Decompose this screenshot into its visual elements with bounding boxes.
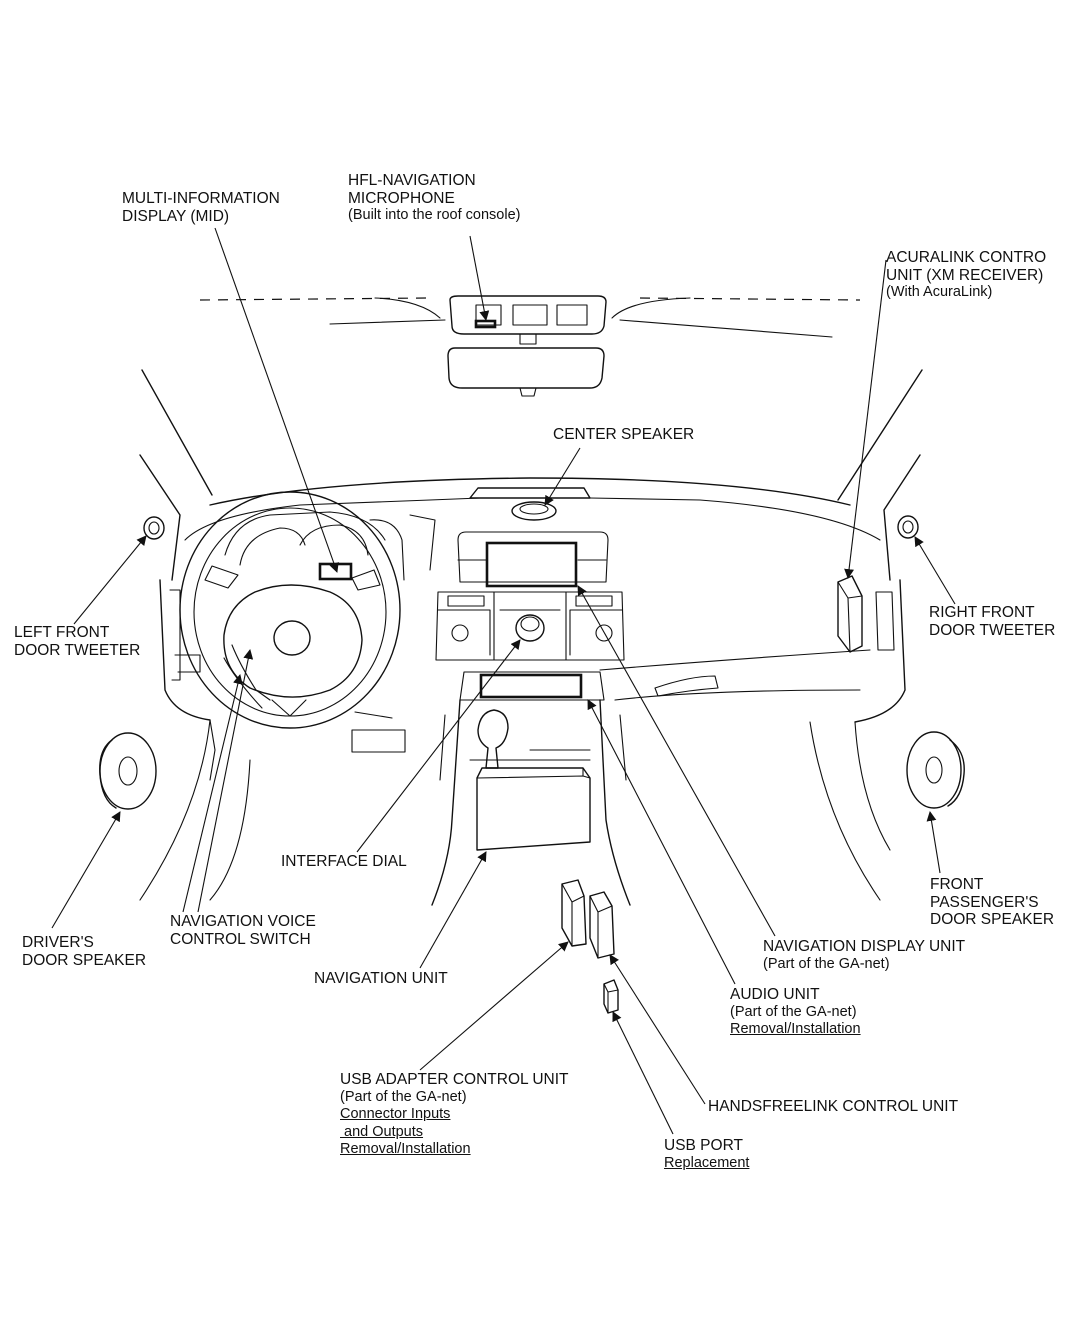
label-navigation-unit: NAVIGATION UNIT — [314, 970, 448, 988]
label-passenger-speaker-line: PASSENGER'S — [930, 893, 1039, 911]
label-usb-adapter-line: USB ADAPTER CONTROL UNIT — [340, 1071, 569, 1088]
label-hfl-line: MICROPHONE — [348, 189, 455, 207]
label-right-tweeter-line: RIGHT FRONT — [929, 604, 1035, 621]
label-audio-unit-line: (Part of the GA-net) — [730, 1003, 857, 1020]
hfl-microphone-part — [474, 319, 497, 329]
label-usb-port: USB PORT Replacement — [664, 1137, 749, 1172]
label-nav-display: NAVIGATION DISPLAY UNIT (Part of the GA-… — [763, 938, 965, 973]
usb-port-replacement-link[interactable]: Replacement — [664, 1154, 750, 1171]
right-front-tweeter — [897, 515, 919, 539]
console-right — [599, 699, 631, 906]
label-drivers-speaker: DRIVER'S DOOR SPEAKER — [22, 934, 146, 969]
dash-right-edge — [854, 579, 906, 723]
label-acuralink-line: UNIT (XM RECEIVER) — [886, 266, 1044, 284]
label-acuralink-line: (With AcuraLink) — [886, 284, 993, 300]
rear-view-mirror — [447, 333, 605, 397]
dashboard-top — [209, 477, 851, 506]
shift-lever — [477, 709, 509, 769]
label-front-passenger-speaker: FRONT PASSENGER'S DOOR SPEAKER — [930, 876, 1054, 929]
label-usb-adapter: USB ADAPTER CONTROL UNIT (Part of the GA… — [340, 1071, 569, 1159]
drivers-door-speaker — [99, 732, 157, 810]
label-mid-line: MULTI-INFORMATION — [122, 190, 280, 207]
center-stack — [435, 531, 625, 661]
label-right-tweeter-line: DOOR TWEETER — [929, 621, 1056, 639]
label-handsfreelink-line: HANDSFREELINK CONTROL UNIT — [708, 1098, 959, 1115]
label-left-tweeter: LEFT FRONT DOOR TWEETER — [14, 624, 140, 659]
audio-unit-removal-link[interactable]: Removal/Installation — [730, 1021, 861, 1037]
handsfreelink-unit — [589, 891, 615, 959]
navigation-display — [485, 541, 578, 588]
label-drivers-speaker-line: DOOR SPEAKER — [22, 951, 147, 969]
usb-adapter-connector-link[interactable]: Connector Inputs — [340, 1106, 451, 1122]
a-pillar-right — [837, 369, 923, 501]
label-usb-port-line: USB PORT — [664, 1137, 743, 1154]
leader-lines — [51, 227, 956, 1135]
label-navigation-unit-line: NAVIGATION UNIT — [314, 970, 448, 987]
console-left — [431, 699, 461, 906]
steering-wheel — [179, 491, 401, 729]
label-interface-dial: INTERFACE DIAL — [281, 853, 407, 871]
label-handsfreelink: HANDSFREELINK CONTROL UNIT — [708, 1098, 958, 1116]
label-nav-voice-line: NAVIGATION VOICE — [170, 913, 316, 930]
label-interface-dial-line: INTERFACE DIAL — [281, 853, 407, 870]
roof-console — [449, 295, 607, 335]
label-left-tweeter-line: DOOR TWEETER — [14, 641, 141, 659]
label-nav-display-line: NAVIGATION DISPLAY UNIT — [763, 938, 966, 955]
label-passenger-speaker-line: DOOR SPEAKER — [930, 911, 1055, 928]
label-right-tweeter: RIGHT FRONT DOOR TWEETER — [929, 604, 1055, 639]
usb-adapter-removal-link[interactable]: Removal/Installation — [340, 1141, 471, 1157]
center-speaker — [511, 501, 557, 521]
center-speaker-grille — [469, 487, 591, 499]
roof-line-left — [199, 297, 431, 301]
label-hfl-line: HFL-NAVIGATION — [348, 172, 476, 189]
dash-left-edge — [159, 579, 211, 721]
label-center-speaker: CENTER SPEAKER — [553, 426, 694, 444]
label-hfl-line: (Built into the roof console) — [348, 207, 521, 223]
label-usb-adapter-line: (Part of the GA-net) — [340, 1088, 467, 1105]
label-nav-voice-line: CONTROL SWITCH — [170, 930, 311, 948]
passenger-door-speaker — [906, 731, 965, 809]
label-mid-line: DISPLAY (MID) — [122, 207, 230, 225]
usb-adapter-unit — [561, 879, 587, 947]
left-front-tweeter — [143, 516, 165, 540]
label-audio-unit: AUDIO UNIT (Part of the GA-net) Removal/… — [730, 986, 861, 1039]
roof-edge-right — [619, 319, 833, 338]
usb-port-part — [603, 979, 619, 1014]
label-center-speaker-line: CENTER SPEAKER — [553, 426, 695, 443]
roof-edge-left — [329, 319, 446, 325]
navigation-unit-box — [476, 767, 591, 851]
a-pillar-left — [141, 369, 213, 496]
label-left-tweeter-line: LEFT FRONT — [14, 624, 110, 641]
interface-dial-knob — [515, 614, 545, 642]
label-passenger-speaker-line: FRONT — [930, 876, 984, 893]
instrument-cluster — [224, 511, 405, 581]
label-acuralink-line: ACURALINK CONTRO — [886, 249, 1047, 266]
acuralink-unit — [837, 575, 863, 653]
audio-unit-slot — [479, 673, 583, 699]
usb-adapter-connector-link-cont[interactable]: and Outputs — [340, 1123, 424, 1140]
label-mid: MULTI-INFORMATION DISPLAY (MID) — [122, 190, 280, 225]
label-nav-voice-switch: NAVIGATION VOICE CONTROL SWITCH — [170, 913, 316, 948]
label-acuralink: ACURALINK CONTRO UNIT (XM RECEIVER) (Wit… — [886, 249, 1046, 302]
label-drivers-speaker-line: DRIVER'S — [22, 934, 94, 951]
label-nav-display-line: (Part of the GA-net) — [763, 955, 890, 972]
label-hfl-microphone: HFL-NAVIGATION MICROPHONE (Built into th… — [348, 172, 520, 225]
label-audio-unit-line: AUDIO UNIT — [730, 986, 820, 1003]
